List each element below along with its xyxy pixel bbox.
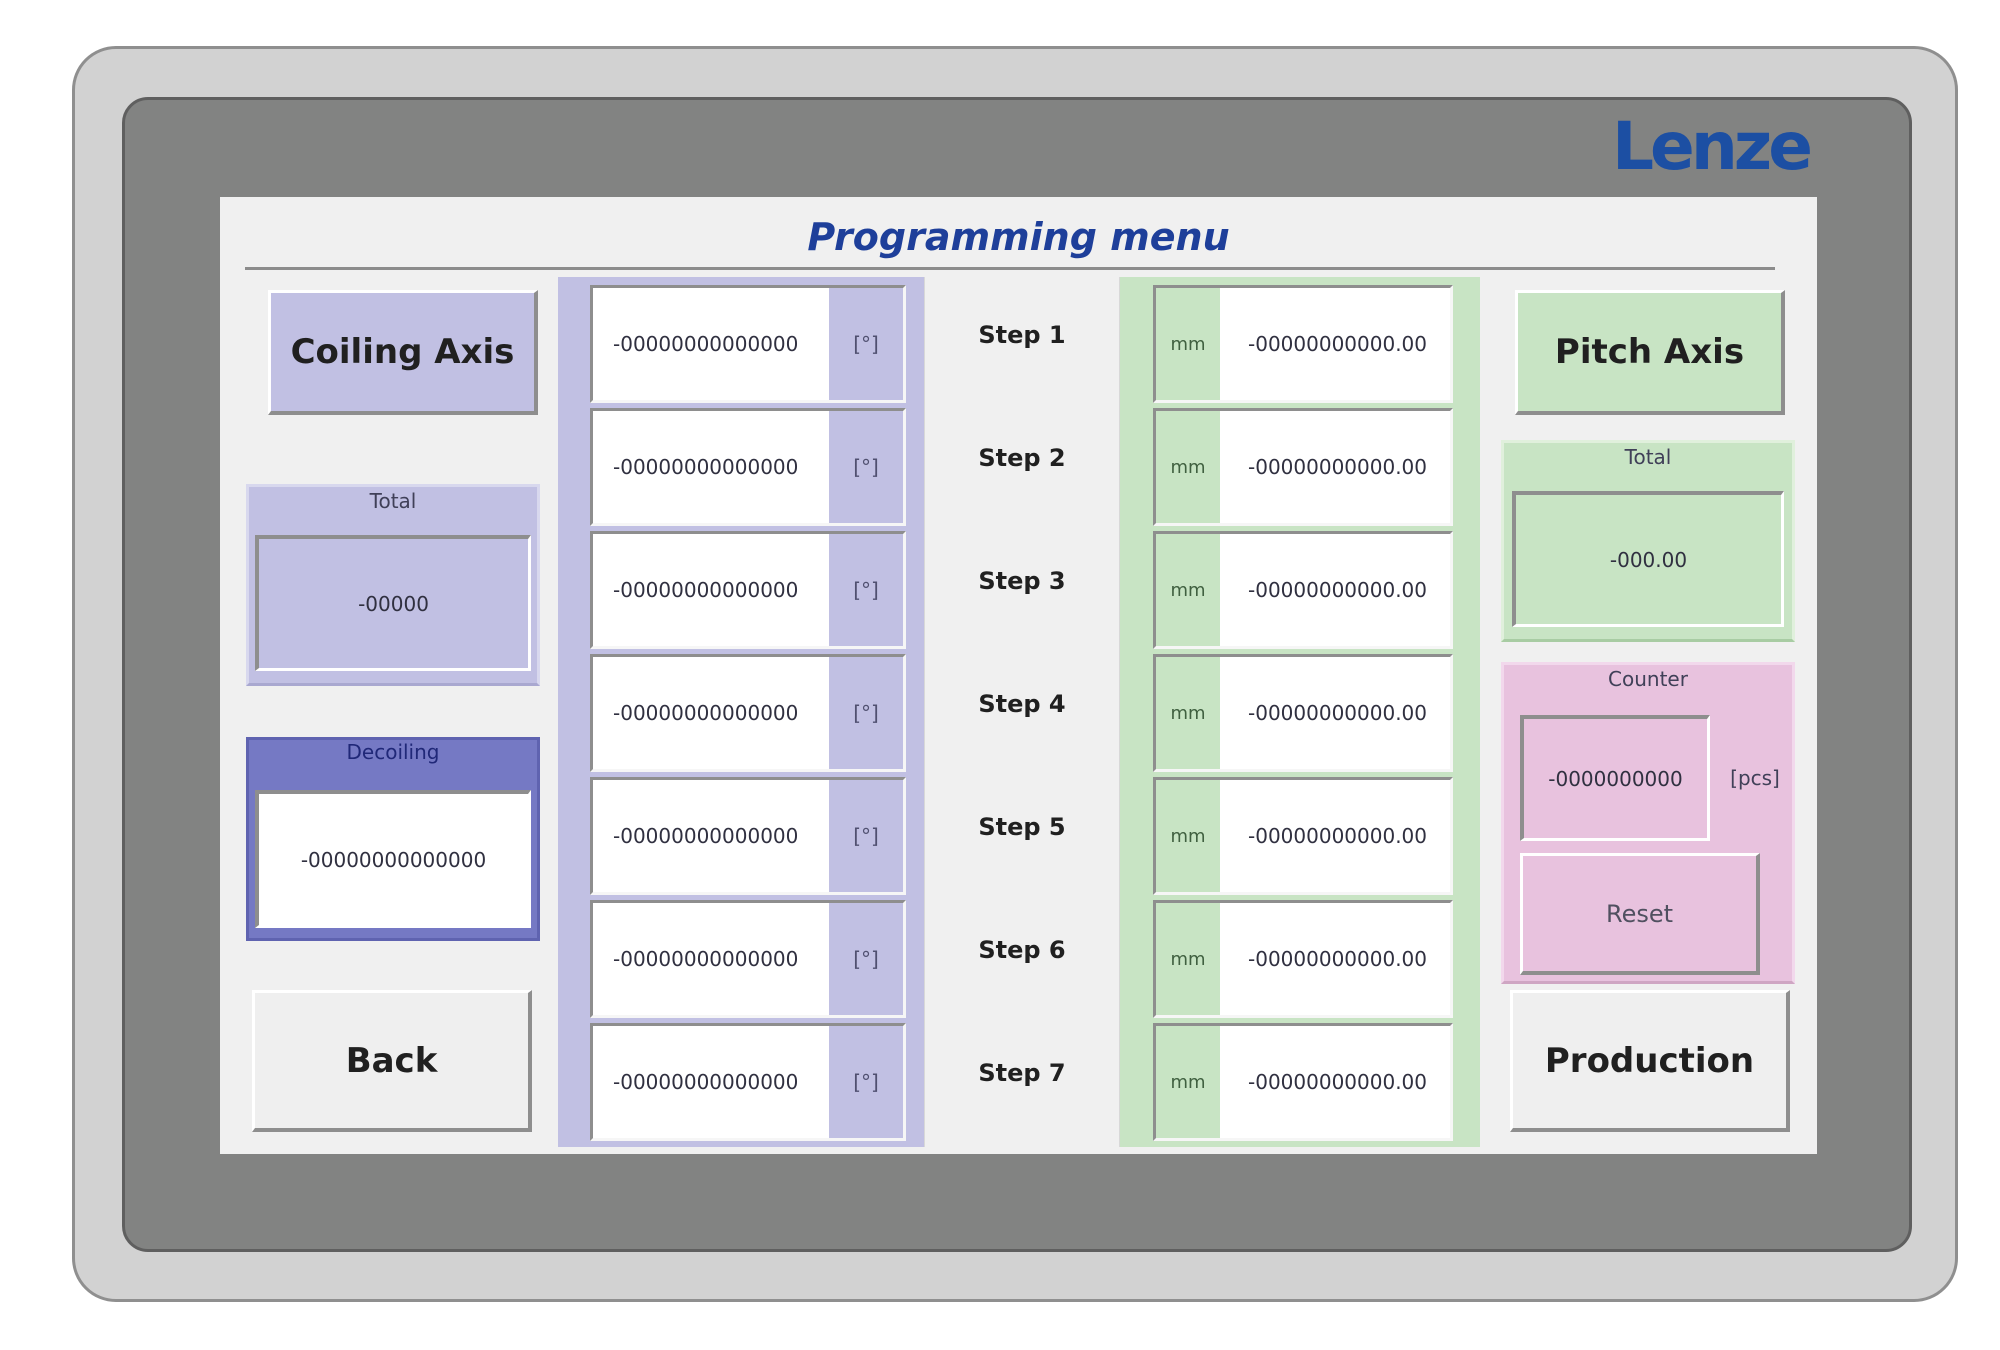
pitch-step-field[interactable]: mm -00000000000.00 <box>1153 408 1453 526</box>
pitch-step-value: -00000000000.00 <box>1248 455 1427 479</box>
reset-button[interactable]: Reset <box>1520 853 1760 975</box>
step-labels-column <box>924 277 1120 1147</box>
pitch-axis-button[interactable]: Pitch Axis <box>1515 290 1785 415</box>
pitch-total-value: -000.00 <box>1512 491 1784 627</box>
back-button[interactable]: Back <box>252 990 532 1132</box>
coiling-total-group: Total -00000 <box>246 484 540 686</box>
coiling-step-unit: [°] <box>829 411 903 523</box>
pitch-step-field[interactable]: mm -00000000000.00 <box>1153 777 1453 895</box>
coiling-step-field[interactable]: -00000000000000 [°] <box>590 531 906 649</box>
coiling-step-unit: [°] <box>829 780 903 892</box>
step-label: Step 2 <box>978 444 1066 472</box>
pitch-step-value: -00000000000.00 <box>1248 701 1427 725</box>
coiling-total-value: -00000 <box>255 535 531 671</box>
pitch-step-unit: mm <box>1156 288 1220 400</box>
coiling-step-value: -00000000000000 <box>613 455 799 479</box>
pitch-step-value: -00000000000.00 <box>1248 332 1427 356</box>
coiling-step-value: -00000000000000 <box>613 1070 799 1094</box>
title-divider <box>245 267 1775 270</box>
pitch-step-unit: mm <box>1156 657 1220 769</box>
step-label: Step 5 <box>978 813 1066 841</box>
decoiling-group: Decoiling -00000000000000 <box>246 737 540 941</box>
hmi-screen: Programming menu Coiling Axis Total -000… <box>220 197 1817 1154</box>
pitch-step-value: -00000000000.00 <box>1248 947 1427 971</box>
pitch-step-value: -00000000000.00 <box>1248 578 1427 602</box>
pitch-total-group: Total -000.00 <box>1501 440 1795 642</box>
decoiling-label: Decoiling <box>346 740 440 764</box>
coiling-total-label: Total <box>369 489 417 513</box>
production-button[interactable]: Production <box>1510 990 1790 1132</box>
coiling-step-value: -00000000000000 <box>613 947 799 971</box>
pitch-step-unit: mm <box>1156 1026 1220 1138</box>
step-label: Step 6 <box>978 936 1066 964</box>
pitch-step-field[interactable]: mm -00000000000.00 <box>1153 1023 1453 1141</box>
brand-logo: Lenze <box>1612 108 1813 185</box>
pitch-step-field[interactable]: mm -00000000000.00 <box>1153 285 1453 403</box>
counter-group: Counter -0000000000 [pcs] Reset <box>1501 662 1795 984</box>
pitch-step-unit: mm <box>1156 534 1220 646</box>
pitch-step-unit: mm <box>1156 903 1220 1015</box>
pitch-step-field[interactable]: mm -00000000000.00 <box>1153 531 1453 649</box>
coiling-step-field[interactable]: -00000000000000 [°] <box>590 285 906 403</box>
coiling-step-value: -00000000000000 <box>613 578 799 602</box>
coiling-step-field[interactable]: -00000000000000 [°] <box>590 1023 906 1141</box>
step-label: Step 7 <box>978 1059 1066 1087</box>
coiling-step-field[interactable]: -00000000000000 [°] <box>590 408 906 526</box>
coiling-step-unit: [°] <box>829 1026 903 1138</box>
coiling-axis-button[interactable]: Coiling Axis <box>268 290 538 415</box>
pitch-step-value: -00000000000.00 <box>1248 824 1427 848</box>
coiling-step-unit: [°] <box>829 534 903 646</box>
coiling-step-field[interactable]: -00000000000000 [°] <box>590 654 906 772</box>
pitch-step-field[interactable]: mm -00000000000.00 <box>1153 654 1453 772</box>
coiling-step-unit: [°] <box>829 288 903 400</box>
decoiling-value-field[interactable]: -00000000000000 <box>255 790 531 928</box>
coiling-step-value: -00000000000000 <box>613 332 799 356</box>
pitch-step-unit: mm <box>1156 780 1220 892</box>
counter-value: -0000000000 <box>1520 715 1710 841</box>
step-label: Step 1 <box>978 321 1066 349</box>
coiling-step-field[interactable]: -00000000000000 [°] <box>590 900 906 1018</box>
pitch-total-label: Total <box>1624 445 1672 469</box>
coiling-step-value: -00000000000000 <box>613 824 799 848</box>
step-label: Step 4 <box>978 690 1066 718</box>
coiling-step-unit: [°] <box>829 903 903 1015</box>
coiling-step-value: -00000000000000 <box>613 701 799 725</box>
step-label: Step 3 <box>978 567 1066 595</box>
counter-label: Counter <box>1608 667 1688 691</box>
coiling-step-field[interactable]: -00000000000000 [°] <box>590 777 906 895</box>
coiling-step-unit: [°] <box>829 657 903 769</box>
page-title: Programming menu <box>807 215 1230 259</box>
counter-unit: [pcs] <box>1730 766 1780 790</box>
pitch-step-unit: mm <box>1156 411 1220 523</box>
pitch-step-value: -00000000000.00 <box>1248 1070 1427 1094</box>
pitch-step-field[interactable]: mm -00000000000.00 <box>1153 900 1453 1018</box>
